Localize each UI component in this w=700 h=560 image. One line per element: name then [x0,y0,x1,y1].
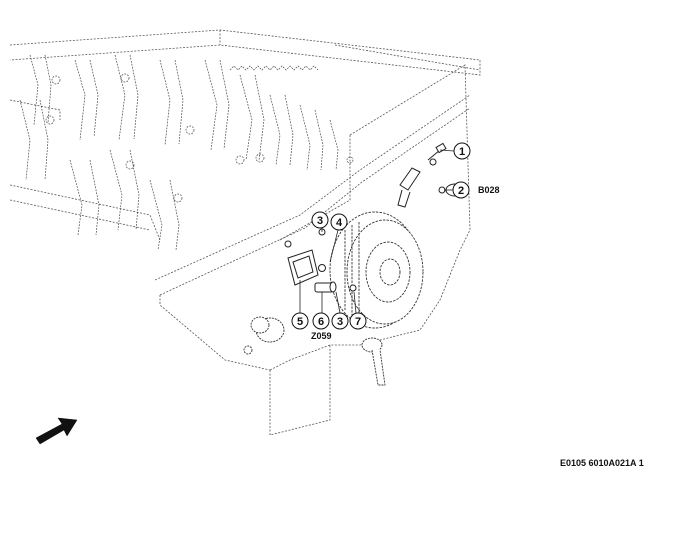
bearing-plate [284,240,319,286]
shaft-assembly [314,228,357,293]
svg-text:2: 2 [458,185,464,197]
reference-b028: B028 [478,185,500,195]
svg-text:4: 4 [336,217,343,229]
svg-text:3: 3 [337,316,343,328]
callout-7: 7 [349,312,367,330]
callout-1: 1 [453,142,471,160]
svg-text:5: 5 [297,316,303,328]
callout-3-bottom: 3 [331,312,349,330]
direction-arrow [35,417,78,445]
svg-text:7: 7 [355,316,361,328]
reference-z059: Z059 [311,331,332,341]
svg-text:3: 3 [317,215,323,227]
document-code: E0105 6010A021A 1 [560,458,644,468]
svg-text:1: 1 [459,146,465,158]
handle-lever [361,337,386,386]
callout-3-top: 3 [311,211,329,229]
svg-text:6: 6 [318,316,324,328]
leader-lines [299,149,455,314]
callout-5: 5 [291,312,309,330]
callout-6: 6 [312,312,330,330]
clamp-knob [243,316,285,355]
callout-2: 2 [452,181,470,199]
drive-wheel [329,211,424,329]
callout-4: 4 [330,213,348,231]
tine-rows [19,54,354,251]
